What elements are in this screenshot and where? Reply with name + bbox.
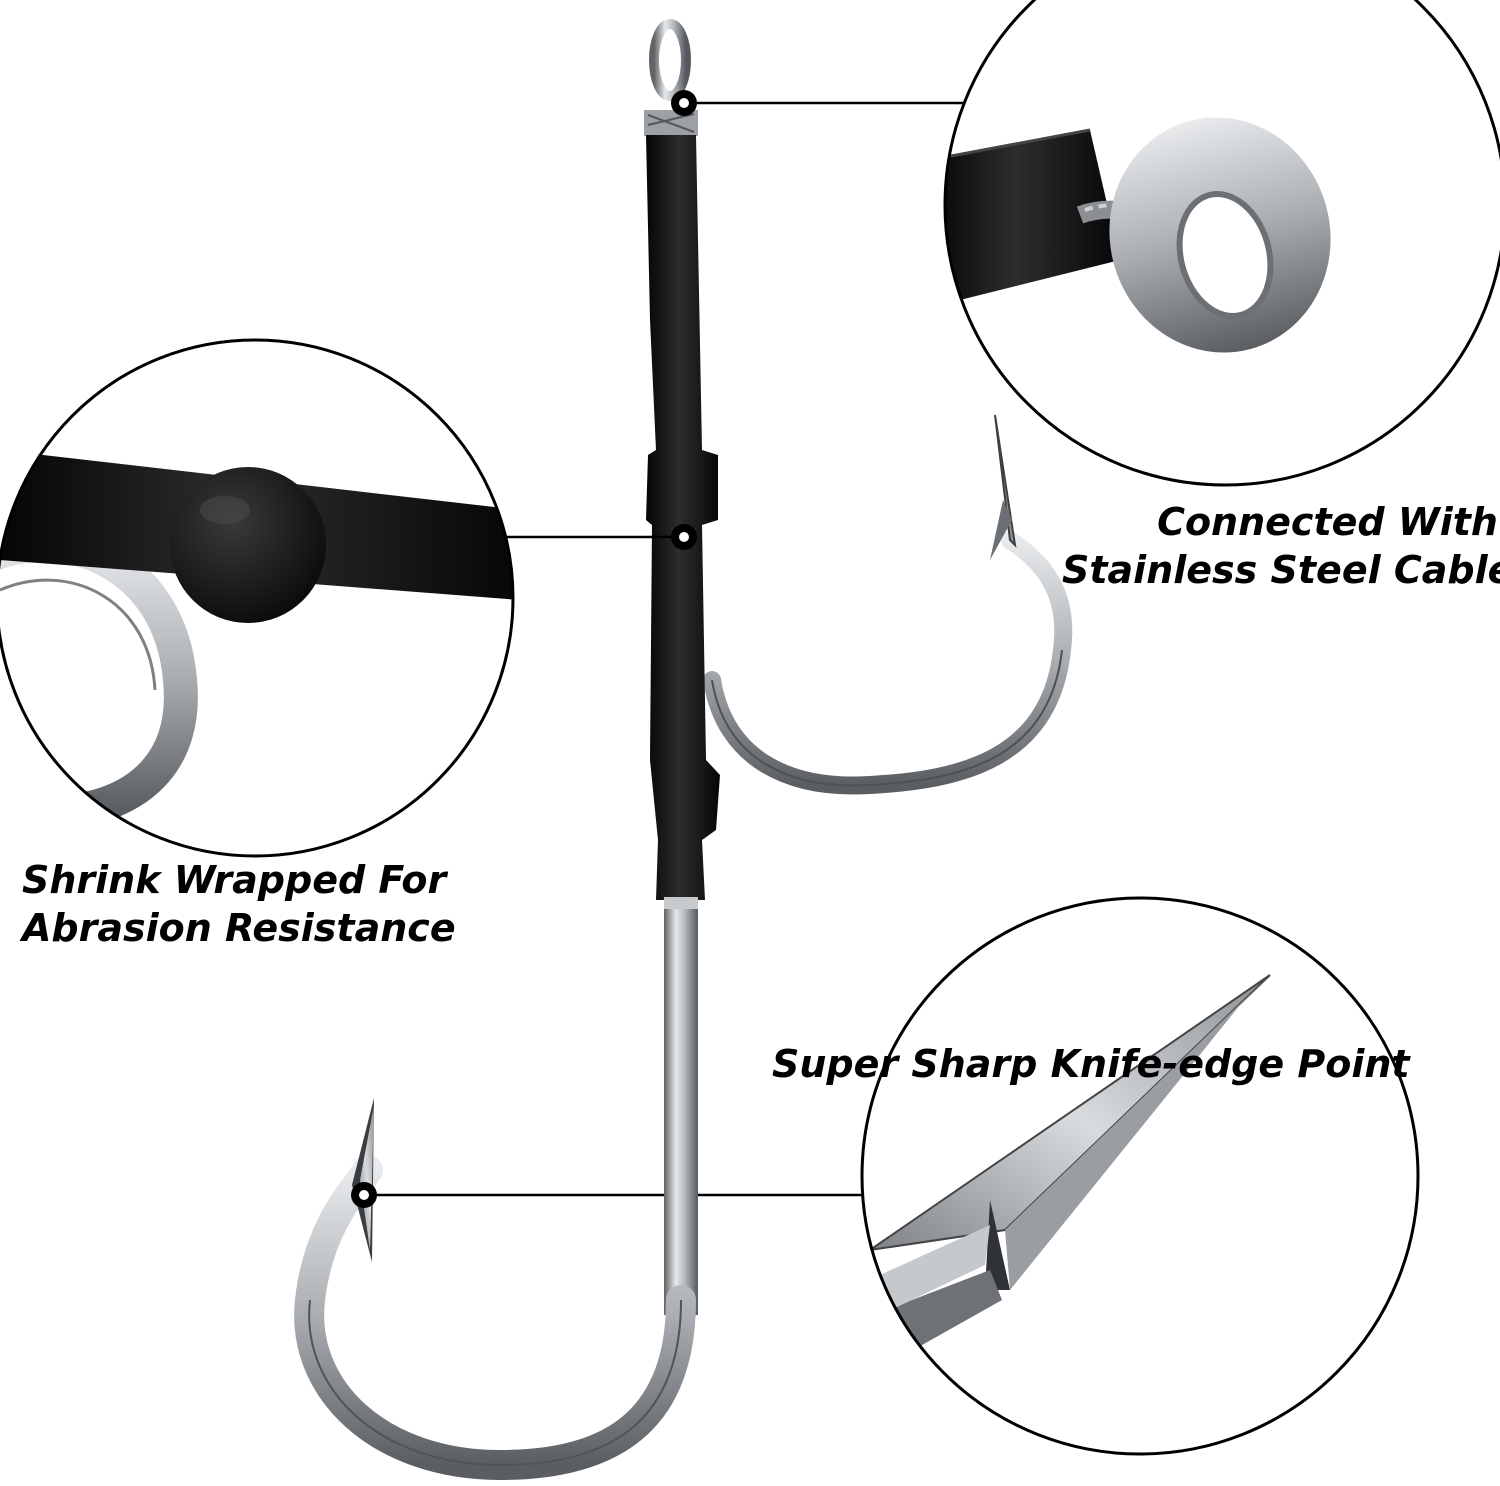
circle-marker-icon bbox=[671, 90, 697, 116]
callout-point-line1: Super Sharp Knife-edge Point bbox=[772, 1042, 1410, 1086]
zoom-eye-ring bbox=[943, 0, 1500, 487]
callout-shrink-line2: Abrasion Resistance bbox=[22, 906, 456, 950]
zoom-knife-point bbox=[860, 896, 1420, 1456]
cable-assembly bbox=[644, 19, 720, 909]
main-hook-lower bbox=[294, 905, 698, 1481]
zoom-shrink-tube bbox=[0, 338, 515, 858]
circle-marker-icon bbox=[351, 1182, 377, 1208]
callout-cable-line2: Stainless Steel Cable bbox=[1062, 548, 1500, 592]
assist-hook-upper bbox=[703, 414, 1073, 795]
circle-marker-icon bbox=[671, 524, 697, 550]
callout-shrink-label: Shrink Wrapped For Abrasion Resistance bbox=[22, 856, 462, 952]
callout-cable-line1: Connected With bbox=[1157, 500, 1498, 544]
callout-lines bbox=[364, 101, 985, 1197]
callout-cable-label: Connected With Stainless Steel Cable bbox=[1062, 498, 1500, 594]
callout-point-label: Super Sharp Knife-edge Point bbox=[772, 1040, 1412, 1088]
callout-shrink-line1: Shrink Wrapped For bbox=[22, 858, 447, 902]
